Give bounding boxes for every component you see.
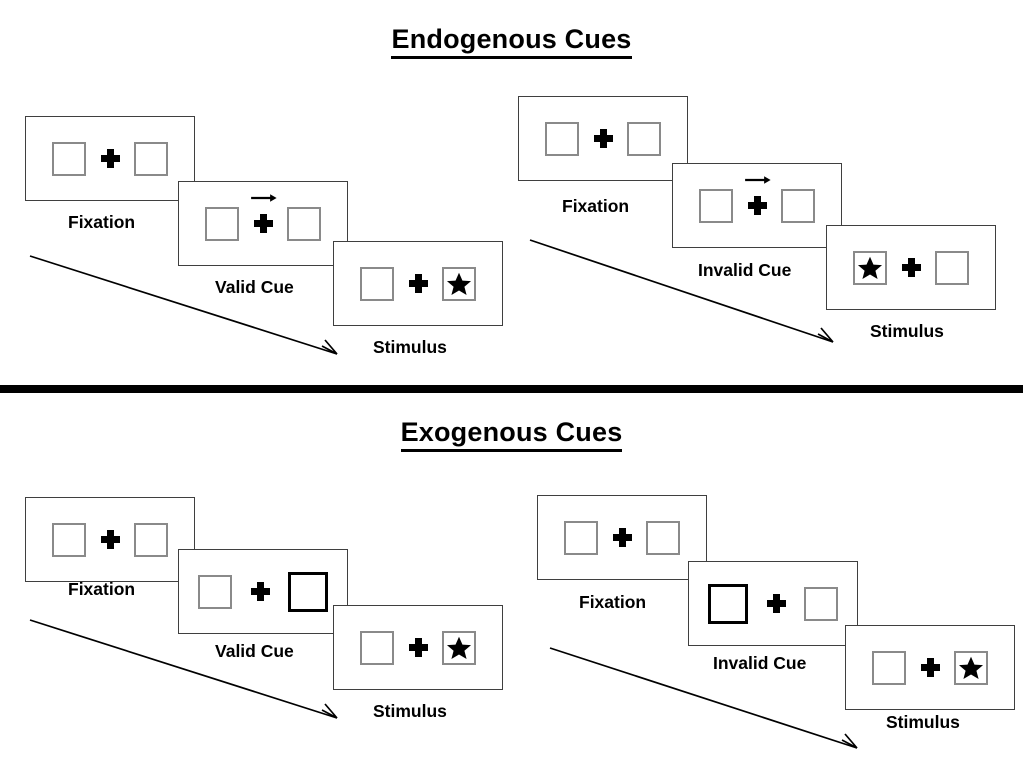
fixation-cross-icon <box>745 175 771 223</box>
left-box <box>360 630 394 665</box>
right-box <box>804 586 838 621</box>
panel-endogenous-invalid-stimulus[interactable] <box>826 225 996 310</box>
left-box <box>564 520 598 555</box>
left-box <box>872 650 906 685</box>
stage-label-invalid-cue: Invalid Cue <box>713 653 807 673</box>
time-flow-arrow <box>29 255 338 355</box>
star-icon <box>958 656 984 679</box>
stage-label-fixation: Fixation <box>562 196 630 216</box>
fixation-cross-icon <box>919 651 941 685</box>
panel-exogenous-invalid-cue[interactable] <box>688 561 858 646</box>
right-box <box>646 520 680 555</box>
left-box <box>52 141 86 176</box>
stage-label-fixation: Fixation <box>579 592 647 612</box>
section-divider <box>0 385 1023 393</box>
fixation-cross-icon <box>99 523 121 557</box>
right-box <box>627 121 661 156</box>
time-flow-arrow <box>529 239 834 343</box>
right-box-with-star <box>954 650 988 685</box>
left-box <box>699 188 733 223</box>
arrow-right-cue-icon <box>745 175 771 184</box>
time-flow-arrow <box>549 647 858 749</box>
stage-label-invalid-cue: Invalid Cue <box>698 260 792 280</box>
fixation-cross-icon <box>407 267 429 301</box>
left-box <box>52 522 86 557</box>
panel-endogenous-invalid-fixation[interactable] <box>518 96 688 181</box>
right-box <box>935 250 969 285</box>
stage-label-stimulus: Stimulus <box>373 337 447 357</box>
panel-endogenous-invalid-cue[interactable] <box>672 163 842 248</box>
stage-label-fixation: Fixation <box>68 212 136 232</box>
star-icon <box>446 272 472 295</box>
right-box-with-star <box>442 630 476 665</box>
panel-endogenous-valid-cue[interactable] <box>178 181 348 266</box>
right-box-with-star <box>442 266 476 301</box>
fixation-cross-icon <box>592 122 614 156</box>
stage-label-valid-cue: Valid Cue <box>215 277 294 297</box>
fixation-cross-icon <box>249 575 271 609</box>
panel-exogenous-valid-fixation[interactable] <box>25 497 195 582</box>
page-title-endogenous: Endogenous Cues <box>0 24 1023 59</box>
right-box <box>287 206 321 241</box>
panel-exogenous-valid-stimulus[interactable] <box>333 605 503 690</box>
panel-exogenous-invalid-fixation[interactable] <box>537 495 707 580</box>
stage-label-fixation: Fixation <box>68 579 136 599</box>
star-icon <box>857 256 883 279</box>
fixation-cross-icon <box>99 142 121 176</box>
left-box <box>198 574 232 609</box>
panel-endogenous-valid-fixation[interactable] <box>25 116 195 201</box>
left-box <box>205 206 239 241</box>
right-box-cued <box>288 571 328 612</box>
stage-label-valid-cue: Valid Cue <box>215 641 294 661</box>
fixation-cross-icon <box>611 521 633 555</box>
fixation-cross-icon <box>251 193 277 241</box>
star-icon <box>446 636 472 659</box>
left-box <box>360 266 394 301</box>
right-box <box>134 141 168 176</box>
fixation-cross-icon <box>765 587 787 621</box>
left-box <box>545 121 579 156</box>
stage-label-stimulus: Stimulus <box>373 701 447 721</box>
right-box <box>134 522 168 557</box>
left-box-cued <box>708 583 748 624</box>
stage-label-stimulus: Stimulus <box>870 321 944 341</box>
panel-endogenous-valid-stimulus[interactable] <box>333 241 503 326</box>
arrow-right-cue-icon <box>251 193 277 202</box>
panel-exogenous-invalid-stimulus[interactable] <box>845 625 1015 710</box>
exogenous-title-text: Exogenous Cues <box>400 417 623 452</box>
page-title-exogenous: Exogenous Cues <box>0 417 1023 452</box>
stage-label-stimulus: Stimulus <box>886 712 960 732</box>
fixation-cross-icon <box>900 251 922 285</box>
fixation-cross-icon <box>407 631 429 665</box>
panel-exogenous-valid-cue[interactable] <box>178 549 348 634</box>
right-box <box>781 188 815 223</box>
endogenous-title-text: Endogenous Cues <box>391 24 632 59</box>
left-box-with-star <box>853 250 887 285</box>
